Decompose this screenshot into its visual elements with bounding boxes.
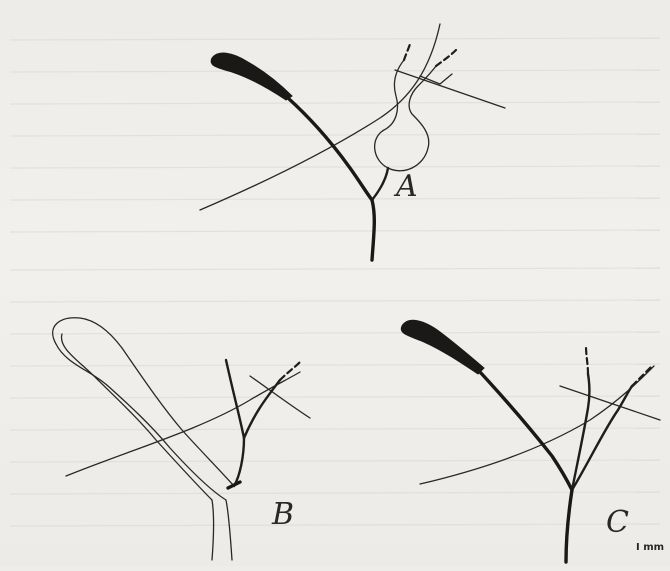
panel-c-dashed-tip-left	[586, 346, 588, 374]
panel-c-arc-line	[420, 366, 654, 484]
panel-a-dashed-tip-left	[404, 44, 410, 60]
background-bleed-lines	[10, 38, 660, 526]
panel-a: A	[200, 24, 505, 260]
panel-b-arc-line	[66, 372, 300, 476]
panel-c: C	[401, 320, 660, 562]
panel-b: B	[53, 318, 310, 560]
panel-b-fork-left	[226, 360, 244, 438]
panel-a-club-head	[211, 53, 292, 100]
panel-b-label: B	[271, 497, 294, 532]
panel-b-stem	[234, 438, 244, 486]
panel-a-dashed-tip-right	[436, 50, 456, 66]
panel-c-club-head	[401, 320, 484, 374]
panel-b-sac-outline	[53, 318, 234, 560]
panel-a-stalk	[288, 98, 372, 200]
panel-a-fork-right	[372, 168, 388, 200]
panel-c-label: C	[606, 505, 629, 540]
panel-c-stalk	[480, 372, 572, 490]
panel-c-fork-right	[572, 386, 632, 490]
panel-c-cross-line	[560, 386, 660, 420]
panel-c-dashed-tip-right	[632, 366, 652, 386]
panel-a-label: A	[393, 169, 418, 204]
panel-a-stem	[372, 200, 374, 260]
scale-bar-label: I mm	[636, 542, 664, 553]
panel-c-stem	[566, 490, 572, 562]
